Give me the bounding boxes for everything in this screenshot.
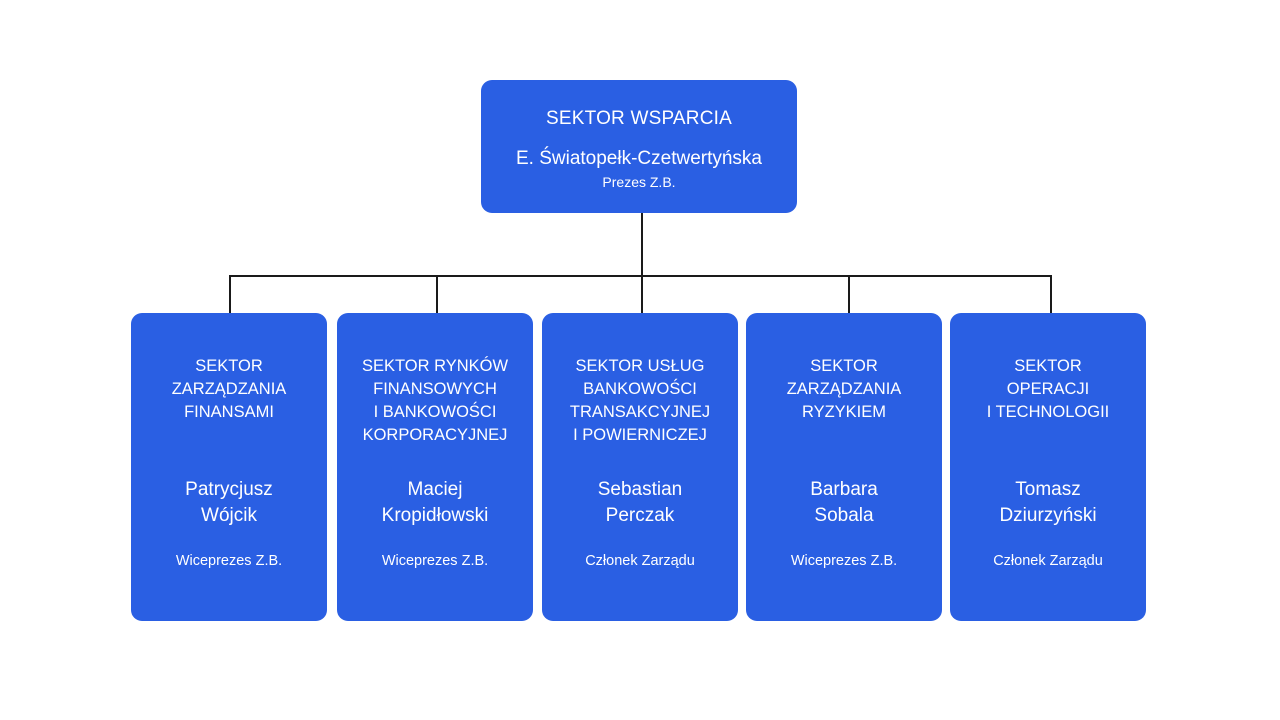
root-person-name: E. Światopełk-Czetwertyńska bbox=[515, 148, 763, 169]
sector-role: Wiceprezes Z.B. bbox=[381, 553, 489, 569]
sector-title: SEKTOR USŁUG BANKOWOŚCI TRANSAKCYJNEJ I … bbox=[569, 357, 711, 444]
sector-title: SEKTOR OPERACJI I TECHNOLOGII bbox=[986, 357, 1110, 421]
sector-box-2: SEKTOR RYNKÓW FINANSOWYCH I BANKOWOŚCI K… bbox=[337, 313, 533, 621]
root-role: Prezes Z.B. bbox=[602, 174, 676, 190]
sector-role: Wiceprezes Z.B. bbox=[175, 553, 283, 569]
sector-role: Członek Zarządu bbox=[585, 553, 695, 569]
sector-person-name: Barbara Sobala bbox=[810, 479, 878, 526]
sector-person-name: Maciej Kropidłowski bbox=[381, 479, 489, 526]
sector-person-name: Tomasz Dziurzyński bbox=[999, 479, 1097, 526]
sector-box-3: SEKTOR USŁUG BANKOWOŚCI TRANSAKCYJNEJ I … bbox=[542, 313, 738, 621]
sector-box-4: SEKTOR ZARZĄDZANIA RYZYKIEM Barbara Soba… bbox=[746, 313, 942, 621]
sector-person-name: Sebastian Perczak bbox=[597, 479, 683, 526]
sector-box-5: SEKTOR OPERACJI I TECHNOLOGII Tomasz Dzi… bbox=[950, 313, 1146, 621]
sector-box-1: SEKTOR ZARZĄDZANIA FINANSAMI Patrycjusz … bbox=[131, 313, 327, 621]
root-title: SEKTOR WSPARCIA bbox=[546, 108, 732, 129]
sector-title: SEKTOR ZARZĄDZANIA FINANSAMI bbox=[171, 357, 287, 421]
root-box-sektor-wsparcia: SEKTOR WSPARCIA E. Światopełk-Czetwertyń… bbox=[481, 80, 797, 213]
sector-role: Wiceprezes Z.B. bbox=[790, 553, 898, 569]
sector-title: SEKTOR RYNKÓW FINANSOWYCH I BANKOWOŚCI K… bbox=[361, 357, 509, 444]
sector-person-name: Patrycjusz Wójcik bbox=[185, 479, 273, 526]
sector-role: Członek Zarządu bbox=[993, 553, 1103, 569]
sector-title: SEKTOR ZARZĄDZANIA RYZYKIEM bbox=[786, 357, 902, 421]
